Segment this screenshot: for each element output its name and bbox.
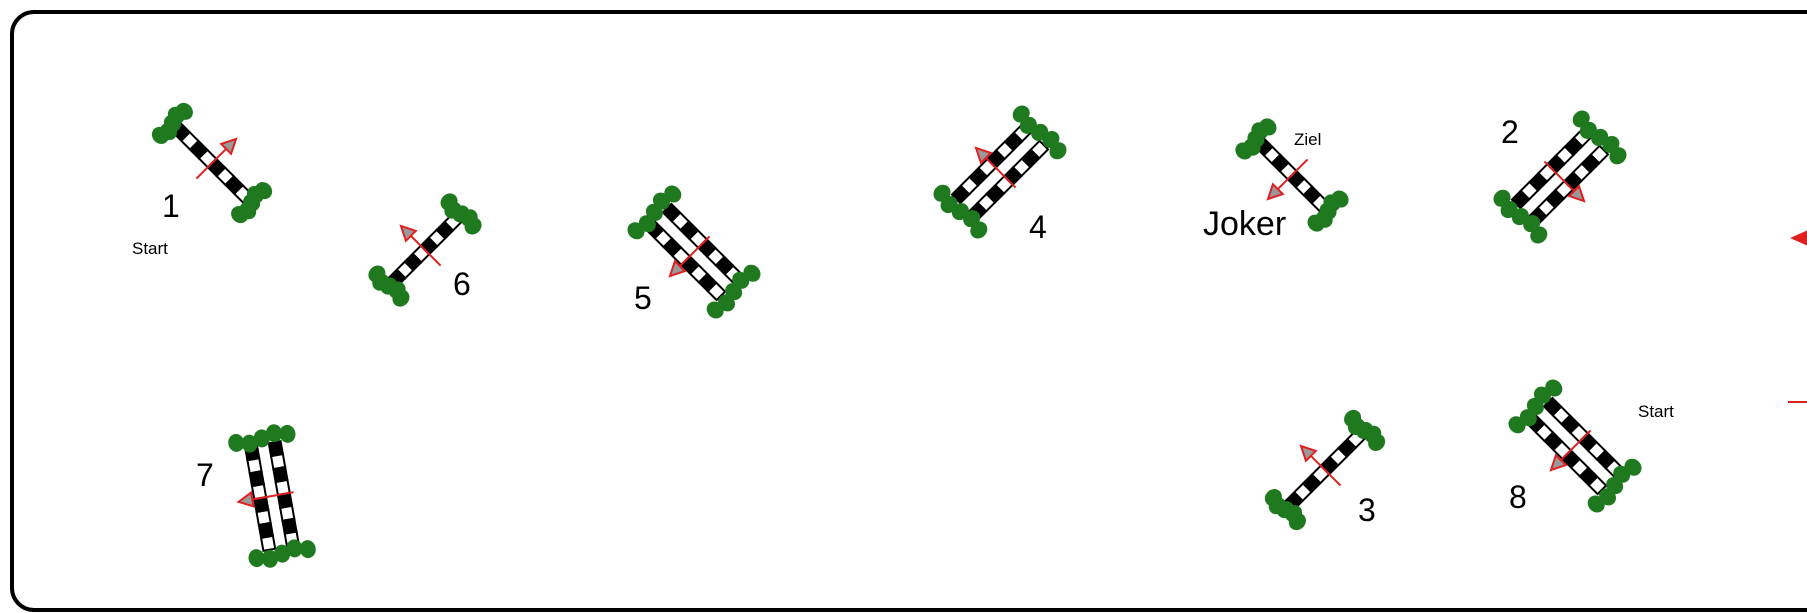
obstacle-joker xyxy=(1235,118,1349,232)
obstacle-number-6: 6 xyxy=(453,266,471,302)
rail-segment xyxy=(259,534,277,552)
rail-segment xyxy=(1587,475,1608,496)
rail-segment xyxy=(1029,139,1050,160)
obstacle-number-4: 4 xyxy=(1029,209,1047,245)
rail-segment xyxy=(1589,144,1610,165)
obstacle-number-7: 7 xyxy=(196,457,214,493)
jump-standard xyxy=(1344,409,1386,451)
obstacle-4 xyxy=(933,105,1067,239)
jump-standard xyxy=(368,265,410,307)
direction-arrow-icon xyxy=(1299,444,1342,487)
jump-standard xyxy=(228,424,296,453)
jump-standard xyxy=(627,185,682,240)
obstacle-5 xyxy=(627,185,761,319)
finish-label: Ziel xyxy=(1294,130,1321,149)
obstacle-6 xyxy=(368,193,482,307)
joker-label: Joker xyxy=(1203,205,1286,243)
direction-arrow-icon xyxy=(1543,160,1586,203)
arena-border xyxy=(10,10,1807,612)
start-label-bottom: Start xyxy=(1638,402,1674,421)
obstacle-number-3: 3 xyxy=(1358,492,1376,528)
jump-standard xyxy=(1493,189,1548,244)
start-label-top: Start xyxy=(132,239,168,258)
obstacle-number-2: 2 xyxy=(1501,114,1519,150)
jump-standard xyxy=(440,193,482,235)
direction-arrow-icon xyxy=(399,224,442,267)
direction-arrow-icon xyxy=(1549,429,1592,472)
direction-arrow-icon xyxy=(195,137,238,180)
jump-standard xyxy=(1307,190,1349,232)
jump-standard xyxy=(1572,110,1627,165)
obstacle-number-8: 8 xyxy=(1509,479,1527,515)
direction-arrow-icon xyxy=(236,490,294,508)
jump-standard xyxy=(1587,458,1642,513)
jump-standard xyxy=(1264,489,1306,531)
jump-standard xyxy=(231,182,273,224)
obstacle-8 xyxy=(1508,379,1642,513)
edge-arrow-head-icon xyxy=(1790,230,1807,246)
jump-standard xyxy=(1012,105,1067,160)
obstacle-number-5: 5 xyxy=(634,280,652,316)
obstacle-number-1: 1 xyxy=(162,188,180,224)
jump-standard xyxy=(1508,379,1563,434)
jump-standard xyxy=(248,539,316,568)
obstacle-7 xyxy=(228,424,316,568)
obstacle-2 xyxy=(1493,110,1627,244)
rail-segment xyxy=(706,281,727,302)
jump-standard xyxy=(1235,118,1277,160)
jump-standard xyxy=(933,184,988,239)
obstacle-1 xyxy=(151,102,273,224)
direction-arrow-icon xyxy=(668,235,711,278)
obstacle-3 xyxy=(1264,409,1386,531)
direction-arrow-icon xyxy=(974,146,1017,189)
jump-standard xyxy=(151,102,193,144)
jump-standard xyxy=(706,264,761,319)
direction-arrow-icon xyxy=(1266,158,1309,201)
